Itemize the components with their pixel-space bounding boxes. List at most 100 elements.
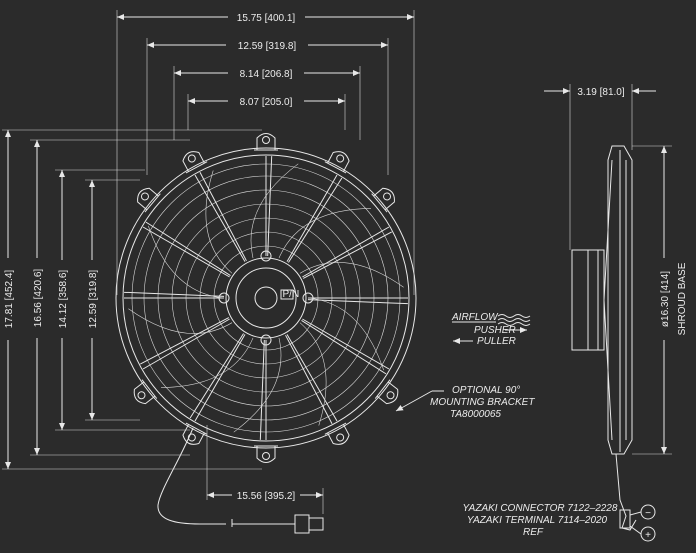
- guard-spoke: [142, 318, 230, 370]
- mounting-tab: [133, 379, 158, 405]
- mounting-tab-hole: [187, 433, 196, 442]
- shroud-base-label: SHROUD BASE: [677, 262, 688, 335]
- motor-face: [235, 267, 297, 329]
- airflow-title: AIRFLOW: [451, 312, 499, 323]
- guard-spokes: [124, 156, 408, 440]
- dim-depth: 3.19 [81.0]: [577, 87, 624, 98]
- mounting-tab-base: [185, 422, 208, 435]
- mounting-tab-outline: [376, 381, 399, 405]
- mounting-tab-outline: [373, 187, 395, 211]
- guard-spoke: [302, 318, 390, 370]
- mounting-tab-hole: [336, 154, 345, 163]
- mounting-tab-outline: [182, 424, 205, 445]
- fan-blade: [278, 208, 371, 259]
- mounting-tab-outline: [256, 446, 276, 463]
- fan-blade: [299, 262, 404, 288]
- dim-mount-height-a: 16.56 [420.6]: [33, 269, 44, 328]
- guard-spoke: [307, 299, 408, 305]
- terminal-negative: −: [645, 508, 651, 519]
- mounting-tab-hole: [137, 391, 146, 400]
- fan-blade: [161, 337, 254, 388]
- mounting-tab-base: [324, 422, 347, 435]
- mounting-tab-hole: [140, 192, 149, 201]
- airflow-pusher: PUSHER: [474, 325, 516, 336]
- mounting-tab-hole: [262, 452, 270, 460]
- dim-mount-height-c: 12.59 [319.8]: [88, 270, 99, 329]
- guard-spoke: [194, 334, 246, 422]
- guard-spoke: [259, 339, 265, 440]
- mounting-tab: [374, 379, 399, 405]
- side-terminal-block: [619, 509, 631, 529]
- fan-blade: [299, 322, 327, 426]
- motor-housing: [225, 257, 307, 339]
- guard-spoke: [302, 226, 390, 278]
- dim-overall-height: 17.81 [452.4]: [4, 270, 15, 329]
- horizontal-dimensions: [116, 10, 415, 295]
- wire-connector-plug: [308, 517, 324, 531]
- fan-blades: [128, 163, 404, 433]
- motor-bolt-right: [302, 292, 314, 304]
- fan-side-view: [571, 145, 656, 542]
- fan-blade: [205, 170, 233, 274]
- guard-spoke: [267, 156, 273, 257]
- dim-shroud-base: ø16.30 [414]: [660, 271, 671, 327]
- mounting-tab-outline: [133, 381, 156, 405]
- dim-mount-height-b: 14.12 [358.6]: [58, 270, 69, 329]
- connector-note: YAZAKI CONNECTOR 7122–2228 YAZAKI TERMIN…: [463, 503, 618, 538]
- mounting-tab-hole: [386, 391, 395, 400]
- dim-mount-width-a: 12.59 [319.8]: [238, 41, 297, 52]
- guard-spoke: [189, 333, 244, 419]
- fan-blade: [250, 163, 299, 259]
- mounting-tab-outline: [256, 133, 276, 150]
- mounting-tab-hole: [187, 154, 196, 163]
- airflow-puller: PULLER: [477, 336, 516, 347]
- mounting-tab-outline: [182, 151, 205, 172]
- terminal-positive: +: [645, 530, 651, 541]
- dim-lead-length: 15.56 [395.2]: [237, 491, 296, 502]
- connector-note-line2: YAZAKI TERMINAL 7114–2020: [467, 515, 608, 526]
- mounting-tab-outline: [137, 187, 159, 211]
- mounting-tab: [182, 422, 208, 445]
- guard-spoke: [199, 172, 247, 262]
- motor-bolt-bottom: [260, 334, 272, 346]
- side-dimensions: [544, 84, 672, 455]
- fan-blade: [148, 225, 225, 299]
- guard-spoke: [286, 174, 338, 262]
- mounting-tab: [254, 133, 278, 151]
- connector-note-line1: YAZAKI CONNECTOR 7122–2228: [463, 503, 618, 514]
- guard-spoke: [145, 221, 231, 276]
- guard-spoke: [140, 317, 230, 365]
- mounting-tab: [371, 187, 395, 213]
- mounting-tab-base: [144, 193, 161, 213]
- bracket-note-line2: MOUNTING BRACKET: [430, 397, 535, 408]
- bracket-note: OPTIONAL 90° MOUNTING BRACKET TA8000065: [395, 385, 535, 420]
- dim-overall-width: 15.75 [400.1]: [237, 13, 296, 24]
- shroud-inner: [122, 154, 410, 442]
- fan-blade: [128, 308, 233, 334]
- shroud-outer: [115, 147, 417, 449]
- guard-spoke: [142, 226, 230, 278]
- mounting-tab-base: [371, 193, 388, 213]
- mounting-tab: [137, 187, 161, 213]
- bracket-note-line1: OPTIONAL 90°: [452, 385, 520, 396]
- mounting-tab: [182, 151, 208, 174]
- fan-blade: [307, 297, 384, 371]
- mounting-tab-base: [141, 379, 158, 399]
- mounting-tab-base: [324, 161, 347, 174]
- mounting-tab-hole: [383, 192, 392, 201]
- vertical-dimensions: [2, 129, 262, 470]
- mounting-tab-hole: [262, 136, 270, 144]
- motor-bolt-left: [218, 292, 230, 304]
- motor-badge-box: [280, 289, 294, 300]
- guard-spoke: [285, 334, 333, 424]
- mounting-tab-base: [374, 379, 391, 399]
- guard-spoke: [301, 320, 387, 375]
- guard-ring: [213, 245, 319, 351]
- mounting-tab: [324, 422, 350, 445]
- connector-note-line3: REF: [523, 527, 544, 538]
- mounting-tab-hole: [336, 433, 345, 442]
- guard-spoke: [288, 177, 343, 263]
- mounting-tab-base: [185, 161, 208, 174]
